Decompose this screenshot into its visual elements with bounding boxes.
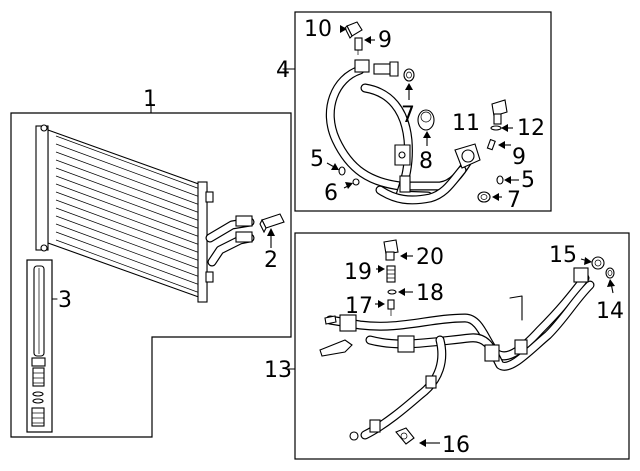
arrowhead-16 <box>419 439 426 447</box>
arrowhead-2 <box>267 228 275 236</box>
arrowhead-6 <box>345 182 353 189</box>
o-ring-7-top-inner <box>406 71 412 79</box>
arrowhead-12 <box>501 124 508 132</box>
pipe-fitting-2 <box>259 213 285 234</box>
arrowhead-10 <box>340 25 347 33</box>
arrowhead-20 <box>400 252 407 260</box>
condenser-group-outline <box>10 112 292 438</box>
o-ring-7-top <box>403 68 415 82</box>
o-ring-14 <box>605 267 615 279</box>
condenser <box>35 124 255 303</box>
arrowhead-15 <box>584 257 592 265</box>
pressure-switch-20 <box>383 239 399 261</box>
connector-16 <box>395 427 415 445</box>
o-ring-5-left <box>338 166 346 176</box>
callout-4: 4 <box>276 58 290 83</box>
arrowhead-9-top <box>364 36 371 44</box>
arrowhead-5-left <box>331 163 339 170</box>
valve-core-9-top <box>354 37 363 55</box>
callout-13: 13 <box>264 358 292 383</box>
o-ring-6 <box>352 178 360 186</box>
callout-3: 3 <box>58 288 72 313</box>
callout-7-bottom: 7 <box>507 188 521 213</box>
lower-hose-assembly <box>319 267 595 441</box>
valve-core-9-right <box>486 138 496 151</box>
o-ring-12 <box>490 125 502 131</box>
o-ring-18 <box>387 289 397 295</box>
pressure-sensor-11 <box>491 99 508 125</box>
valve-19 <box>386 265 396 283</box>
callout-9-right: 9 <box>512 145 526 170</box>
callout-1: 1 <box>143 87 157 112</box>
arrowhead-19 <box>378 265 385 273</box>
arrowhead-8 <box>423 131 431 138</box>
lower-hose-group-box <box>294 232 630 460</box>
callout-20: 20 <box>416 245 444 270</box>
callout-5-right: 5 <box>521 168 535 193</box>
callout-2: 2 <box>264 248 278 273</box>
callout-12: 12 <box>517 116 545 141</box>
dryer-subbox <box>26 259 53 433</box>
callout-7-top: 7 <box>401 103 415 128</box>
callout-9-top: 9 <box>378 28 392 53</box>
callout-10: 10 <box>304 17 332 42</box>
service-valve-cap-10 <box>344 21 363 39</box>
callout-16: 16 <box>442 433 470 458</box>
arrowhead-14 <box>607 279 615 287</box>
receiver-dryer <box>31 265 46 427</box>
callout-11: 11 <box>452 111 480 136</box>
callout-5-left: 5 <box>310 147 324 172</box>
arrowhead-5-right <box>504 176 511 184</box>
callout-8: 8 <box>419 149 433 174</box>
o-ring-7-bottom-inner <box>480 194 488 200</box>
upper-hose-assembly <box>325 59 481 205</box>
callout-15: 15 <box>549 243 577 268</box>
valve-core-17 <box>387 299 395 316</box>
callout-17: 17 <box>345 294 373 319</box>
arrowhead-18 <box>398 288 405 296</box>
arrowhead-7-top <box>405 83 413 90</box>
callout-19: 19 <box>344 260 372 285</box>
arrowhead-9-right <box>498 141 505 149</box>
upper-hose-group-box <box>294 11 552 212</box>
callout-14: 14 <box>596 299 624 324</box>
callout-18: 18 <box>416 281 444 306</box>
callout-6: 6 <box>324 181 338 206</box>
o-ring-5-right <box>496 175 504 185</box>
arrowhead-7-bottom <box>492 193 499 201</box>
arrowhead-17 <box>378 300 385 308</box>
cap-8 <box>417 109 435 131</box>
o-ring-7-bottom <box>477 191 491 203</box>
cap-15 <box>591 256 605 270</box>
